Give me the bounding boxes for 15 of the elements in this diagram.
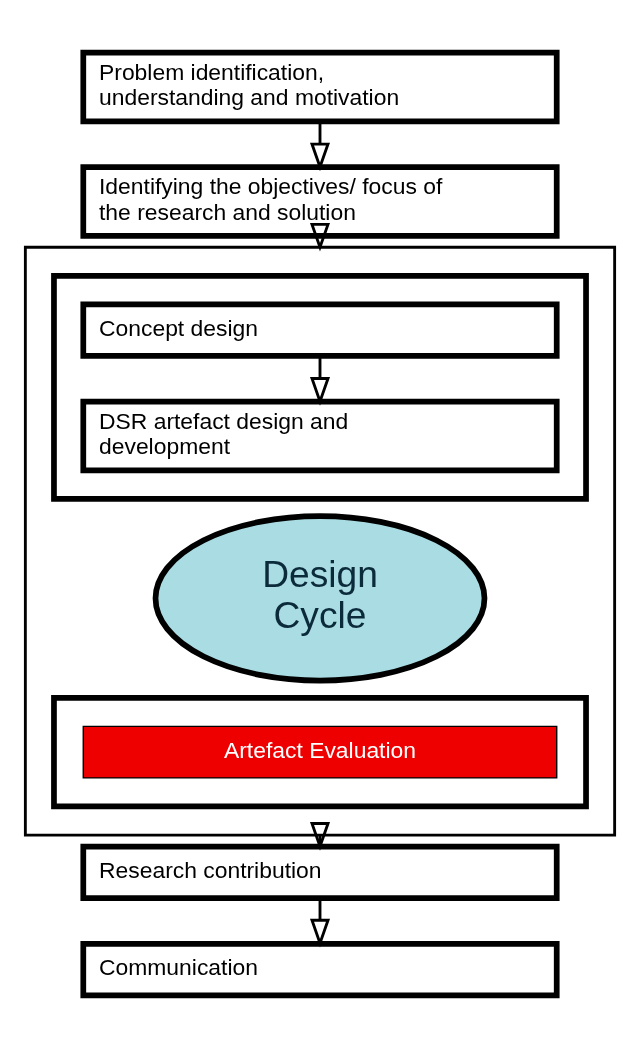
node-box: DSR artefact design and development: [80, 398, 560, 474]
node-box: Research contribution: [80, 843, 560, 901]
node-box: Concept design: [80, 301, 560, 359]
cluster: [51, 273, 589, 502]
arrow: [309, 898, 331, 948]
node-box: Artefact Evaluation: [82, 725, 558, 779]
cluster: [51, 694, 589, 810]
arrow: [309, 222, 331, 252]
cluster: [23, 245, 617, 837]
node-ellipse: Design Cycle: [152, 513, 488, 684]
node-box: Problem identification, understanding and motivation: [80, 49, 560, 125]
arrow: [309, 121, 331, 172]
arrow: [309, 356, 331, 406]
arrow: [309, 822, 331, 851]
node-box: Communication: [80, 940, 560, 999]
